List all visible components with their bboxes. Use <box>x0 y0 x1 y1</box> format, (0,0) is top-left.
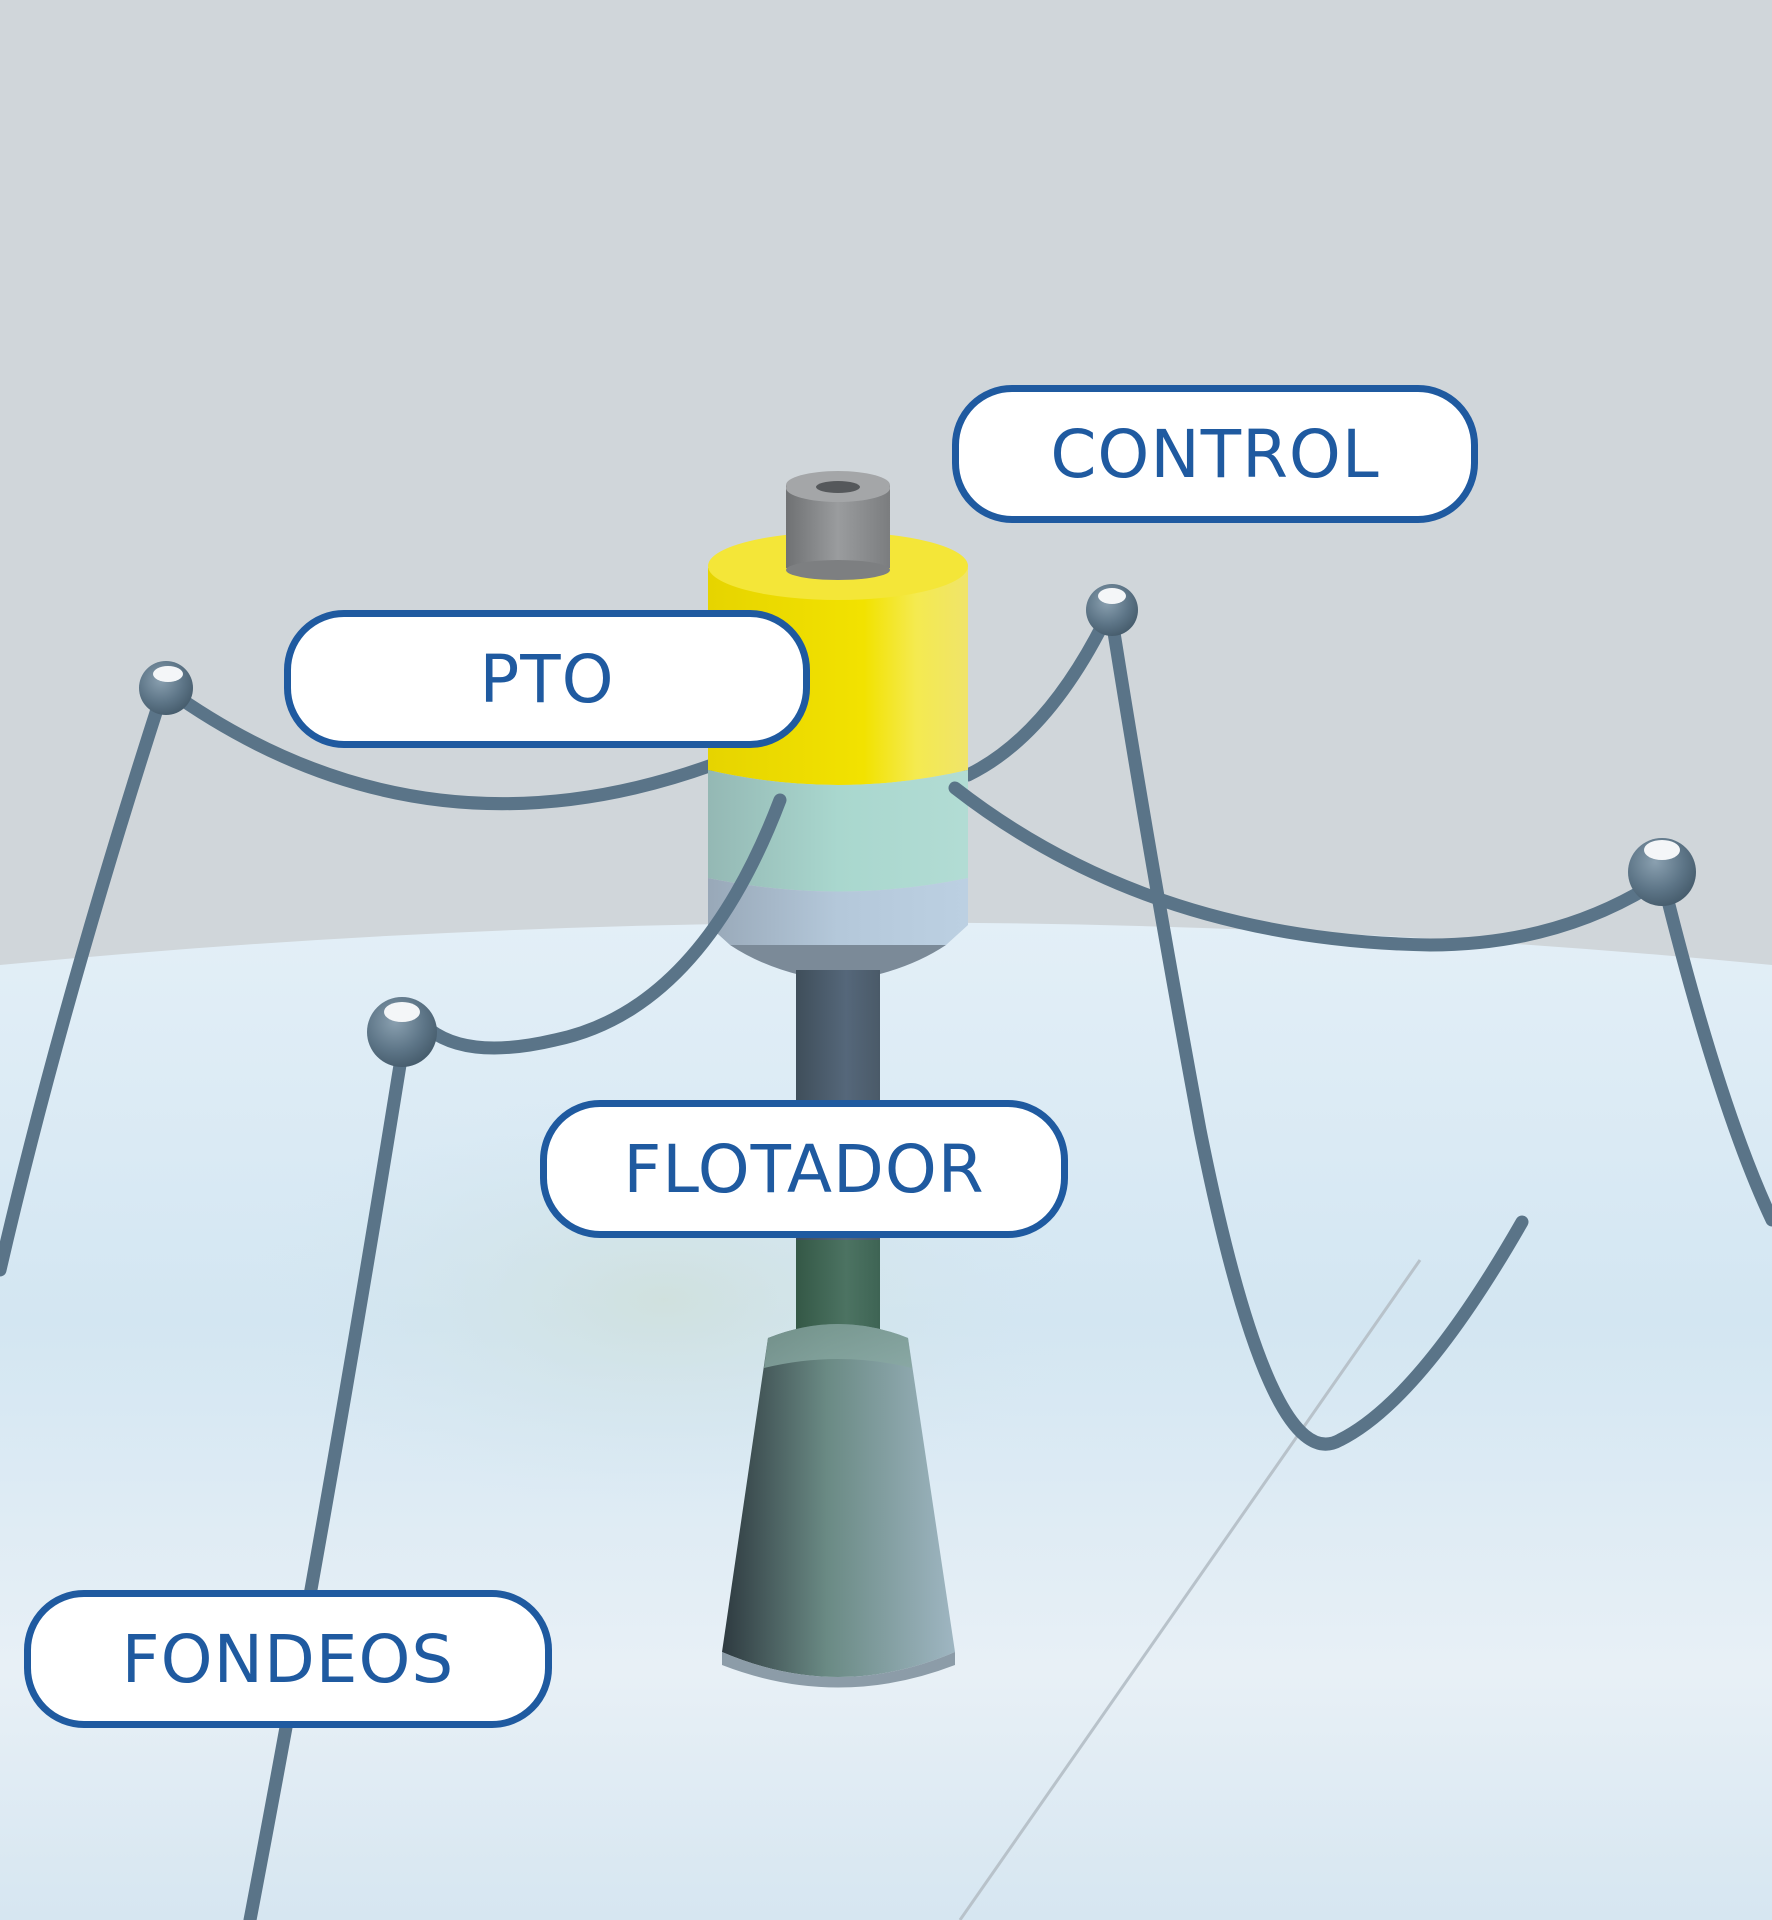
label-fondeos: FONDEOS <box>24 1590 552 1728</box>
float-bottom-bevel <box>730 945 946 975</box>
buoy-right <box>1086 584 1138 636</box>
mooring-buoys <box>139 584 1696 1067</box>
mooring-line-center-left <box>423 793 787 1055</box>
mooring-lines-back <box>0 603 1772 1451</box>
mooring-line-far-right <box>1657 878 1772 1227</box>
mooring-line-far-left <box>0 693 167 1277</box>
label-control: CONTROL <box>952 385 1478 523</box>
mooring-line-right-upper <box>961 603 1117 782</box>
buoy-center-left <box>367 997 437 1067</box>
shaft-lower <box>796 1240 880 1340</box>
base-cone <box>722 1324 955 1677</box>
mooring-line-right-loop <box>1105 613 1529 1451</box>
seabed-cable <box>958 1259 1422 1920</box>
mooring-line-left-upper <box>161 683 719 811</box>
float-lower-section <box>708 878 968 945</box>
mooring-line-front-left <box>243 1058 407 1920</box>
sea-glow <box>160 970 1360 1570</box>
mooring-line-center-right <box>948 781 1667 952</box>
label-flotador: FLOTADOR <box>540 1100 1068 1238</box>
buoy-left <box>139 661 193 715</box>
label-pto: PTO <box>284 610 810 748</box>
mooring-lines-front <box>243 781 1667 1920</box>
buoy-far-right <box>1628 838 1696 906</box>
